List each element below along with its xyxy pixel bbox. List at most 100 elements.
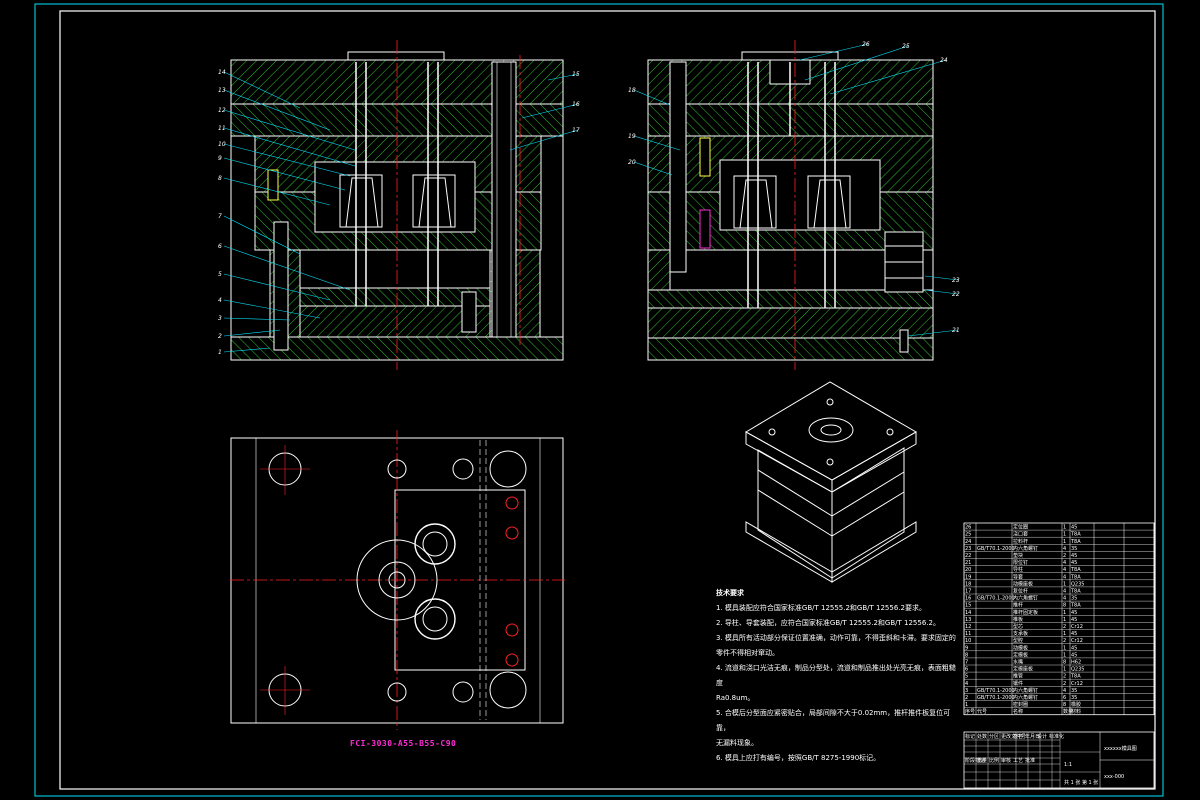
bom-cell-name: 定位圈 — [1013, 524, 1028, 531]
bom-cell-qty: 2 — [1063, 674, 1066, 680]
front-section-view — [230, 40, 564, 370]
bom-cell-no: 26 — [965, 525, 971, 531]
leader-number: 2 — [218, 333, 222, 340]
title-block-label: 批准 — [1025, 757, 1035, 764]
bom-cell-qty: 1 — [1063, 652, 1066, 658]
leader-number: 3 — [218, 315, 222, 322]
bom-cell-qty: 2 — [1063, 553, 1066, 559]
bom-cell-name: 垫块 — [1013, 552, 1023, 559]
leader-number: 25 — [902, 43, 910, 50]
bom-cell-qty: 8 — [1063, 660, 1066, 666]
bom-cell-no: 9 — [965, 645, 968, 651]
inner-frame — [59, 10, 1156, 790]
bom-cell-mat: Cr12 — [1071, 638, 1083, 644]
scale-value: 1:1 — [1064, 762, 1072, 768]
bom-cell-mat: H62 — [1071, 660, 1081, 666]
bom-header-cell: 代号 — [977, 708, 987, 715]
bom-cell-qty: 2 — [1063, 624, 1066, 630]
note-4b: Ra0.8um。 — [716, 694, 755, 702]
title-block-label: 签名 — [1013, 733, 1023, 740]
bom-cell-mat: T8A — [1070, 539, 1081, 545]
bom-cell-mat: 45 — [1071, 645, 1077, 651]
bom-cell-mat: Q235 — [1071, 667, 1084, 673]
bom-cell-mat: T8A — [1070, 603, 1081, 609]
bom-cell-code: GB/T70.1-2000 — [977, 596, 1015, 602]
bom-cell-qty: 8 — [1063, 603, 1066, 609]
bom-cell-no: 18 — [965, 581, 971, 587]
note-5b: 无漏料现象。 — [716, 739, 758, 747]
bom-cell-mat: T8A — [1070, 567, 1081, 573]
outer-frame — [34, 3, 1164, 797]
bom-cell-qty: 1 — [1063, 581, 1066, 587]
bom-cell-qty: 1 — [1063, 610, 1066, 616]
bom-cell-mat: T8A — [1070, 574, 1081, 580]
leader-number: 5 — [218, 271, 222, 278]
bom-cell-no: 13 — [965, 617, 971, 623]
bom-header-cell: 名称 — [1013, 708, 1023, 715]
bom-cell-mat: 45 — [1071, 617, 1077, 623]
notes-title: 技术要求 — [716, 589, 744, 597]
bom-cell-qty: 1 — [1063, 532, 1066, 538]
bom-cell-qty: 2 — [1063, 681, 1066, 687]
bom-cell-mat: 35 — [1071, 596, 1077, 602]
bom-cell-mat: T8A — [1070, 589, 1081, 595]
bom-cell-qty: 1 — [1063, 617, 1066, 623]
bom-cell-code: GB/T70.1-2000 — [977, 695, 1015, 701]
note-2: 2. 导柱、导套装配，应符合国家标准GB/T 12555.2和GB/T 1255… — [716, 619, 940, 627]
bom-cell-no: 10 — [965, 638, 971, 644]
bom-cell-no: 5 — [965, 674, 968, 680]
bom-cell-name: 水嘴 — [1013, 659, 1023, 666]
bom-cell-no: 25 — [965, 532, 971, 538]
leader-number: 20 — [628, 159, 636, 166]
isometric-view — [744, 381, 918, 583]
bom-cell-name: 复位杆 — [1013, 588, 1028, 595]
bom-cell-name: 导柱 — [1013, 566, 1023, 573]
leader-number: 19 — [628, 133, 636, 140]
leader-number: 16 — [572, 101, 580, 108]
bom-cell-name: 定模板 — [1013, 651, 1028, 658]
bom-cell-no: 3 — [965, 688, 968, 694]
leader-number: 22 — [952, 291, 960, 298]
title-block-label: 年月日 — [1025, 733, 1040, 740]
note-6: 6. 模具上应打有编号，按照GB/T 8275-1990标记。 — [716, 754, 881, 762]
leader-number: 6 — [218, 243, 222, 250]
bom-cell-mat: 45 — [1071, 553, 1077, 559]
bom-cell-name: 推杆固定板 — [1013, 609, 1038, 616]
bom-cell-no: 23 — [965, 546, 971, 552]
leader-number: 24 — [940, 57, 948, 64]
bom-cell-qty: 8 — [1063, 702, 1066, 708]
leader-number: 13 — [218, 87, 226, 94]
title-block-label: 标准化 — [1049, 733, 1064, 740]
leader-number: 21 — [952, 327, 960, 334]
bom-cell-no: 19 — [965, 574, 971, 580]
bom-cell-mat: 35 — [1071, 695, 1077, 701]
bom-cell-name: 内六角螺钉 — [1013, 694, 1038, 701]
bom-cell-name: 支承板 — [1013, 630, 1028, 637]
leader-number: 9 — [218, 155, 222, 162]
bom-cell-no: 20 — [965, 567, 971, 573]
title-block-label: 标记 — [965, 733, 975, 740]
leader-number: 11 — [218, 125, 226, 132]
bom-cell-qty: 4 — [1063, 589, 1066, 595]
bom-header-cell: 数量 — [1063, 708, 1073, 715]
bom-cell-qty: 6 — [1063, 695, 1066, 701]
note-3: 3. 模具所有活动部分保证位置准确，动作可靠，不得歪斜和卡滞。要求固定的 — [716, 634, 956, 642]
bom-cell-qty: 4 — [1063, 546, 1066, 552]
bom-cell-name: 型芯 — [1013, 623, 1023, 630]
bom-cell-mat: T8A — [1070, 674, 1081, 680]
bom-cell-mat: 35 — [1071, 688, 1077, 694]
bom-cell-mat: 45 — [1071, 652, 1077, 658]
bom-cell-name: 拉料杆 — [1013, 538, 1028, 545]
bom-cell-name: 推管 — [1013, 673, 1023, 680]
bom-cell-no: 1 — [965, 702, 968, 708]
bom-cell-qty: 1 — [1063, 667, 1066, 673]
bom-cell-name: 限位钉 — [1013, 559, 1028, 566]
bom-cell-qty: 1 — [1063, 631, 1066, 637]
bom-cell-name: 内六角螺钉 — [1013, 545, 1038, 552]
bom-cell-name: 型腔 — [1013, 637, 1023, 644]
bom-cell-mat: 35 — [1071, 546, 1077, 552]
leader-number: 14 — [218, 69, 226, 76]
leader-number: 12 — [218, 107, 226, 114]
bom-cell-qty: 4 — [1063, 688, 1066, 694]
